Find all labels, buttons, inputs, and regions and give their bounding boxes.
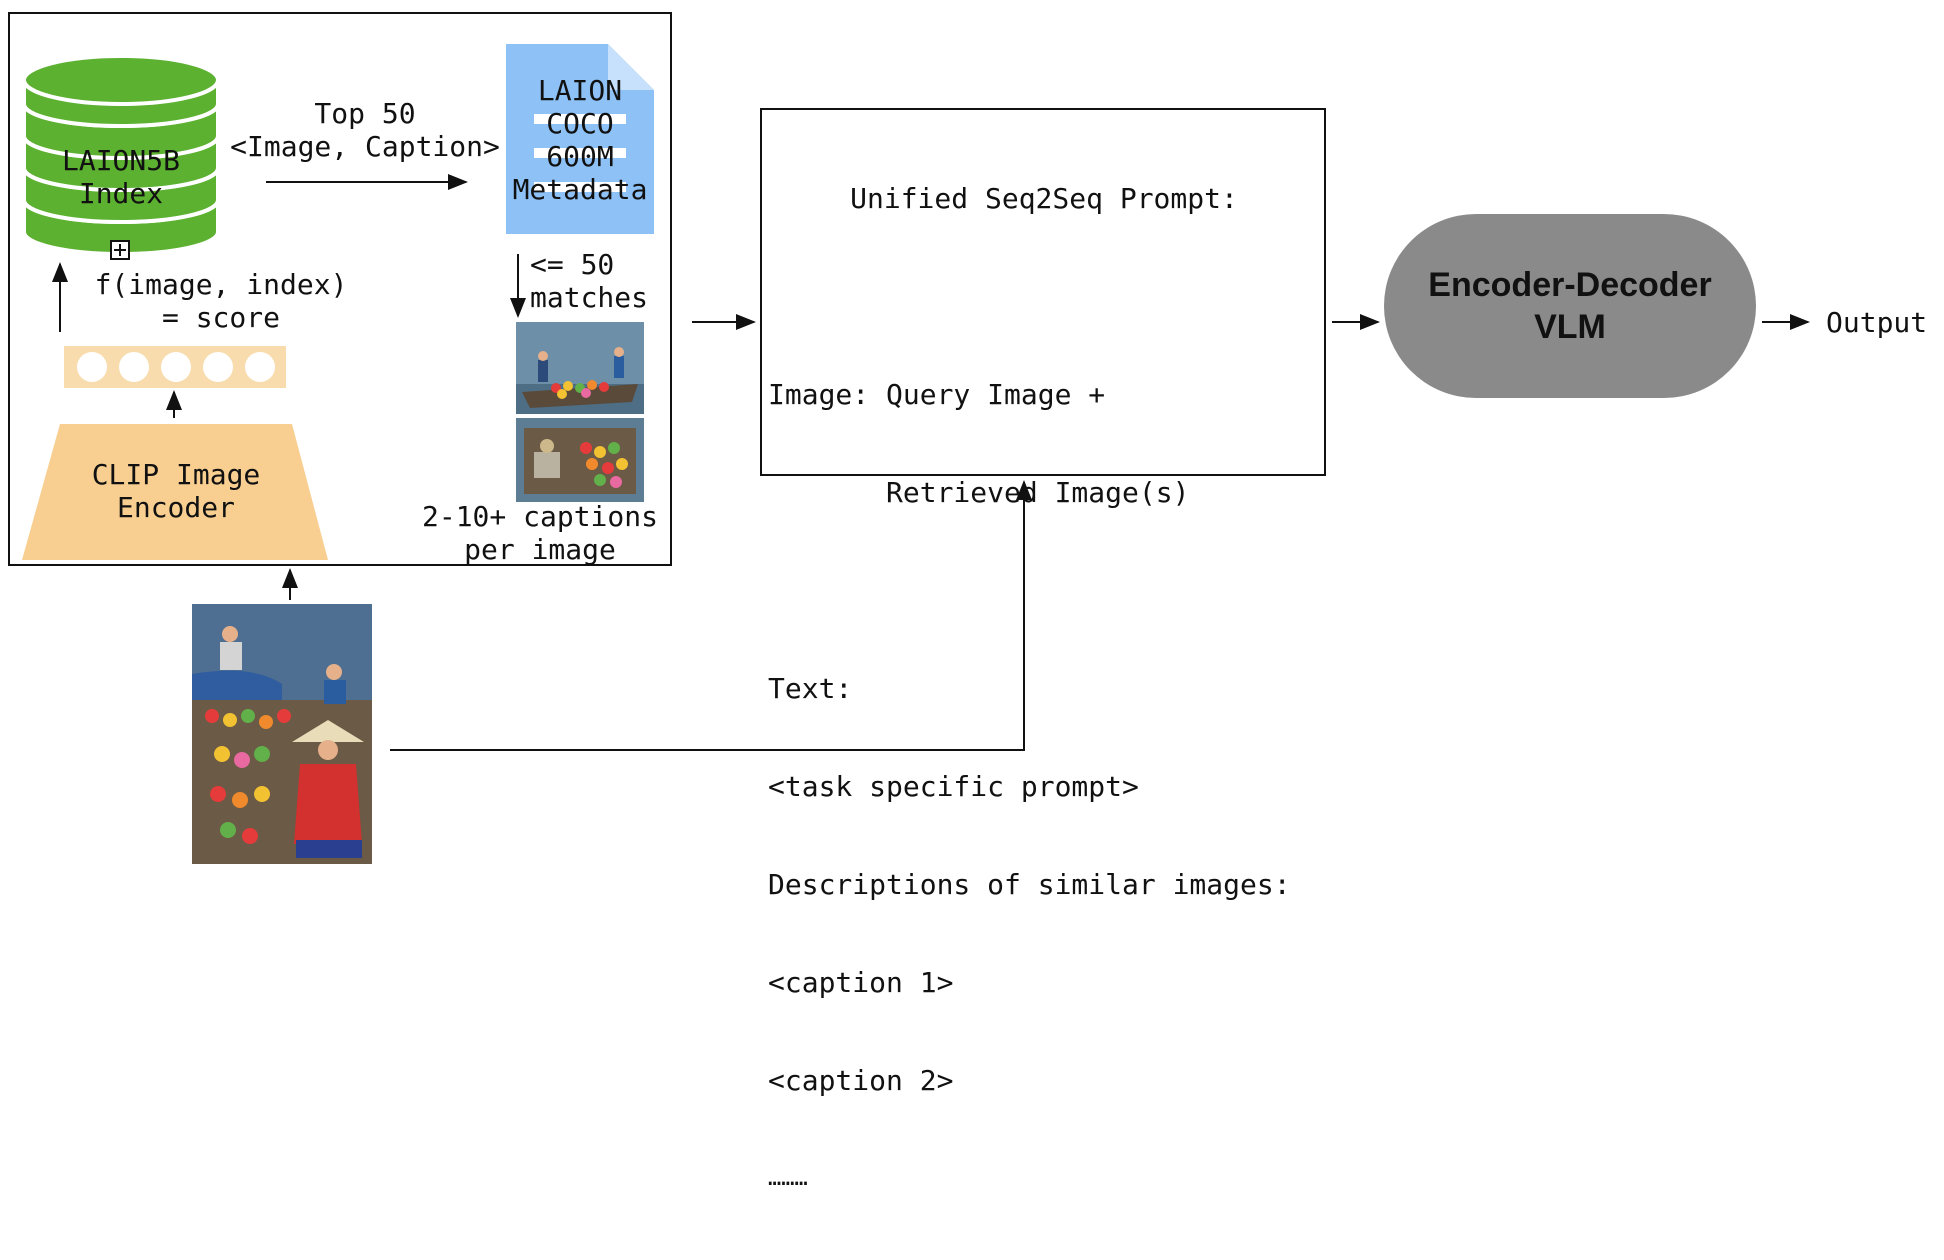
encoder-decoder-vlm: Encoder-Decoder VLM [1384, 214, 1756, 398]
expand-icon [110, 240, 130, 260]
query-image [192, 604, 372, 864]
matches-label: <= 50 matches [530, 248, 649, 314]
retrieved-image-2 [516, 418, 644, 502]
arrow-query-to-prompt [390, 480, 1032, 751]
clip-encoder-block [22, 424, 328, 560]
prompt-line [768, 574, 1320, 606]
prompt-line: <caption 1> [768, 966, 954, 999]
database-label: LAION5B Index [61, 144, 180, 210]
prompt-line: Retrieved Image(s) [768, 476, 1190, 509]
output-label: Output [1826, 306, 1928, 339]
retrieval-module-frame [8, 12, 672, 566]
prompt-line: Text: [768, 672, 853, 705]
prompt-line: Descriptions of similar images: [768, 868, 1291, 901]
prompt-line: <caption 2> [768, 1064, 954, 1097]
retrieved-image-1 [516, 322, 644, 414]
prompt-line: ……… [768, 1166, 808, 1191]
vlm-label-line1: Encoder-Decoder [1428, 266, 1712, 304]
document-icon [506, 44, 654, 234]
connector-layer [52, 174, 1810, 751]
vlm-label-line2: VLM [1534, 308, 1606, 346]
prompt-title: Unified Seq2Seq Prompt: [850, 182, 1238, 215]
clip-encoder-label: CLIP Image Encoder [91, 458, 261, 524]
prompt-line: <task specific prompt> [768, 770, 1139, 803]
embedding-vector [64, 346, 286, 388]
captions-label: 2-10+ captions per image [421, 500, 658, 566]
prompt-box: Unified Seq2Seq Prompt: Image: Query Ima… [760, 108, 1326, 1191]
top-k-label: Top 50 <Image, Caption> [230, 97, 500, 163]
prompt-line [768, 280, 1320, 312]
prompt-text: Unified Seq2Seq Prompt: Image: Query Ima… [768, 116, 1320, 1260]
metadata-label: LAION COCO 600M Metadata [512, 74, 648, 206]
score-function-label: f(image, index) = score [94, 268, 348, 334]
prompt-line: Image: Query Image + [768, 378, 1106, 411]
